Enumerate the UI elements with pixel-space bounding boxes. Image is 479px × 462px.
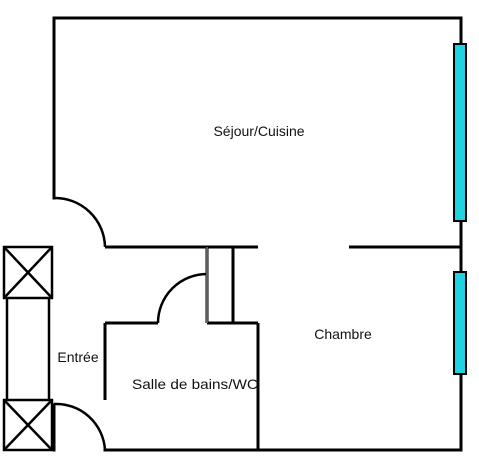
label-living-kitchen: Séjour/Cuisine xyxy=(213,123,304,139)
duct-lower xyxy=(2,398,54,452)
door-entrance-living xyxy=(53,196,107,248)
label-entrance: Entrée xyxy=(57,349,98,365)
door-front xyxy=(53,402,107,451)
interior-walls xyxy=(103,245,461,450)
window-living xyxy=(453,43,467,222)
label-bedroom: Chambre xyxy=(314,326,372,342)
label-bathroom: Salle de bains/WC xyxy=(132,376,258,392)
doors xyxy=(53,196,208,451)
windows xyxy=(453,43,467,375)
ducts xyxy=(2,245,54,452)
window-bedroom xyxy=(453,271,467,375)
door-bathroom xyxy=(156,272,208,324)
duct-upper xyxy=(2,245,54,300)
outer-wall-top-and-right xyxy=(52,16,463,452)
outer-walls xyxy=(52,16,463,452)
